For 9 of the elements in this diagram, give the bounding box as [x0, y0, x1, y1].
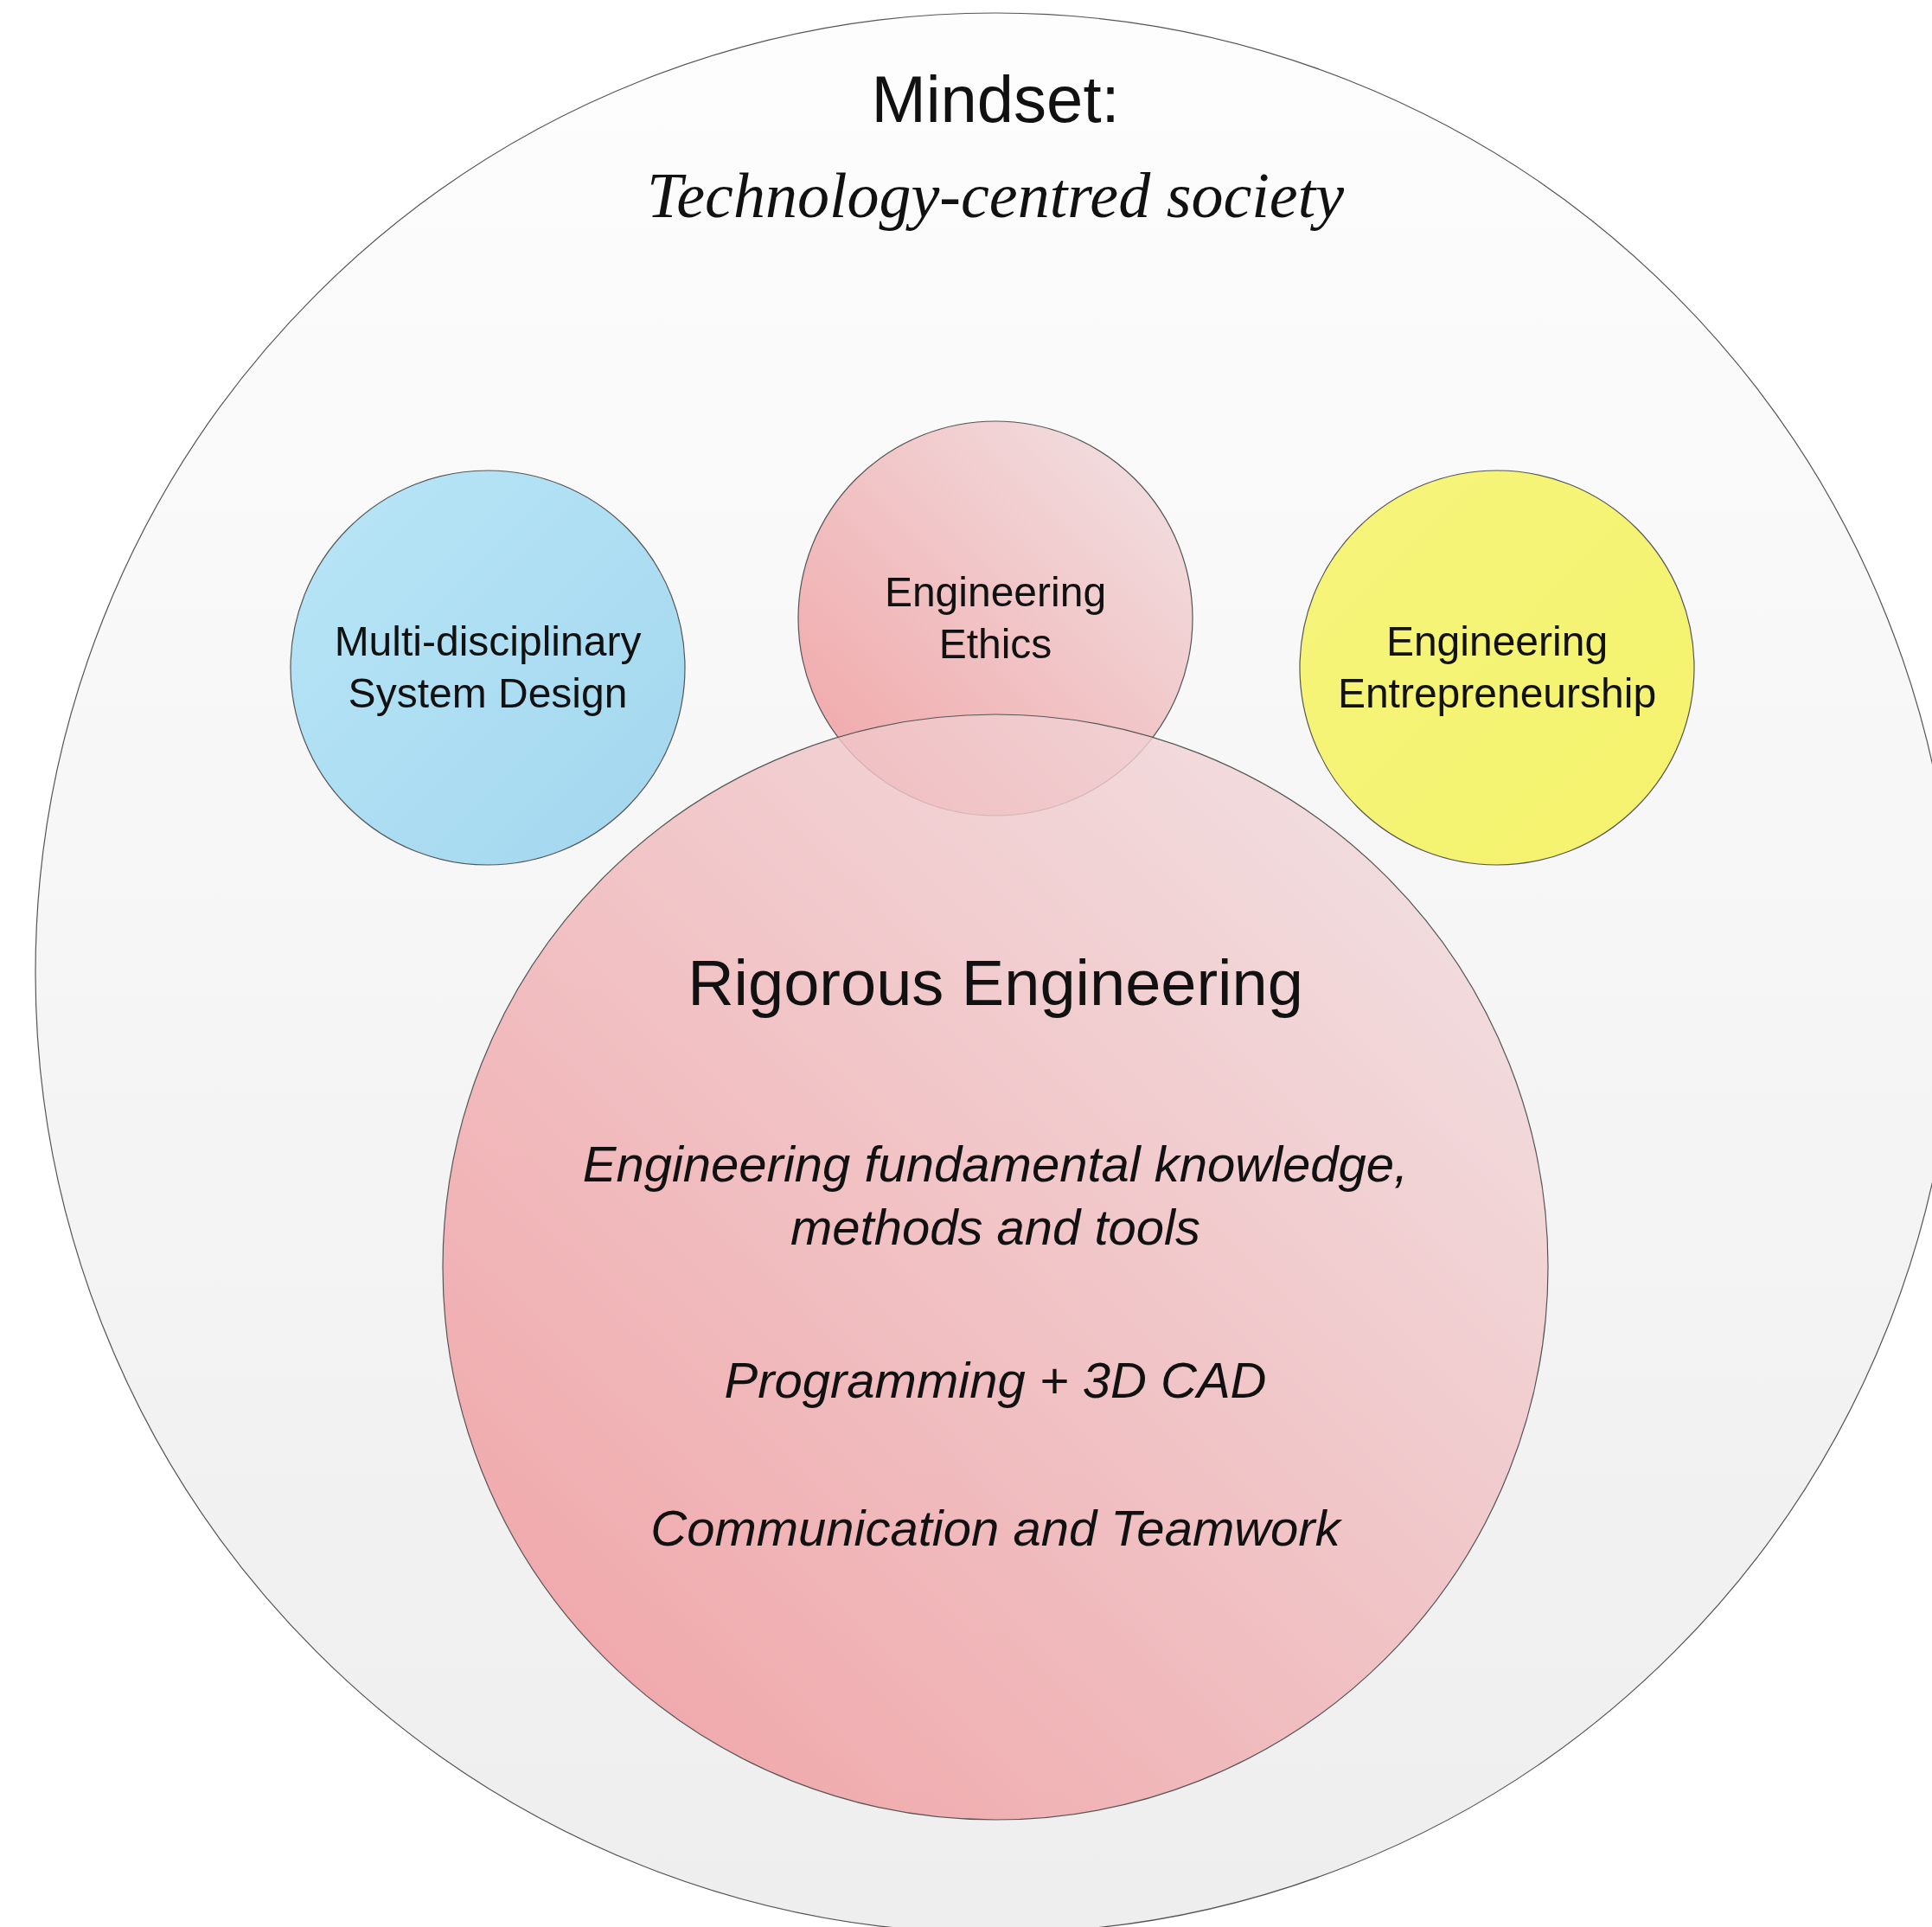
subtitle: Technology-centred society [646, 158, 1345, 233]
circle-label: Engineering Entrepreneurship [1336, 618, 1658, 718]
skill-text: Communication and Teamwork [649, 1498, 1343, 1558]
skill-text: Engineering fundamental knowledge, methods and tools [581, 1134, 1410, 1256]
heading: Rigorous Engineering [688, 945, 1303, 1021]
circle-label: Multi-disciplinary System Design [333, 618, 643, 718]
heading: Mindset: [871, 61, 1120, 138]
circle-label: Engineering Ethics [883, 568, 1108, 669]
skill-text: Programming + 3D CAD [723, 1350, 1268, 1410]
